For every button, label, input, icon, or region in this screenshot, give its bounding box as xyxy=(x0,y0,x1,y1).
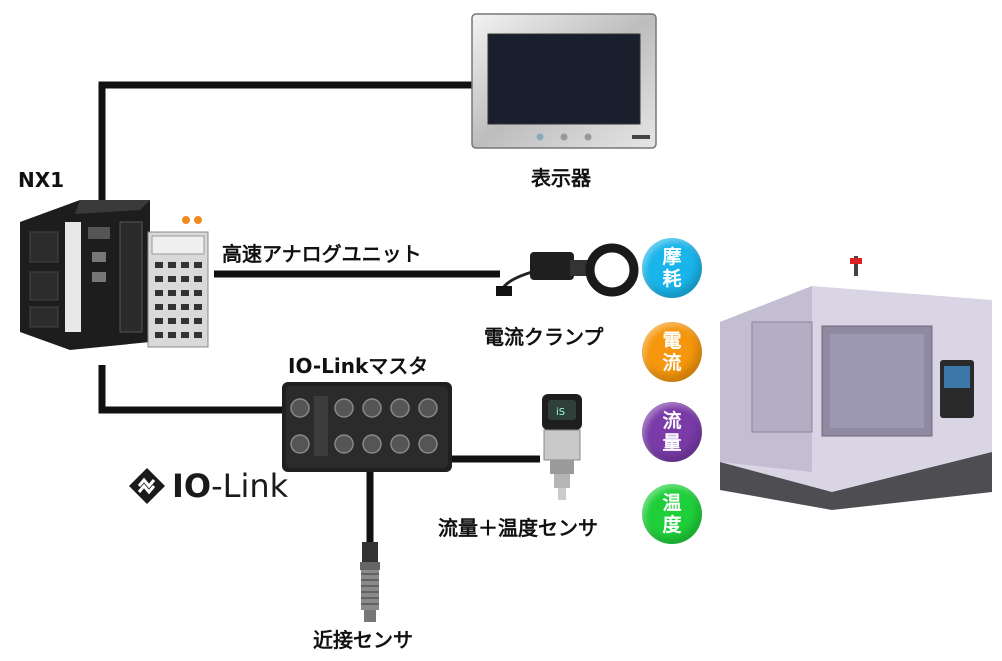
flow-temp-sensor-device: iS xyxy=(542,394,582,500)
badge-wear-line2: 耗 xyxy=(662,268,682,290)
flow-temp-sensor-label: 流量＋温度センサ xyxy=(438,516,598,540)
badge-flow-line1: 流 xyxy=(662,410,682,432)
machine-tool-device xyxy=(720,256,992,510)
proximity-sensor-device xyxy=(360,542,380,622)
svg-text:iS: iS xyxy=(556,407,565,418)
proximity-sensor-label: 近接センサ xyxy=(313,628,413,652)
current-clamp-label: 電流クランプ xyxy=(484,325,604,349)
controller-label: NX1 xyxy=(18,168,65,192)
badge-temperature-line1: 温 xyxy=(662,492,682,514)
iolink-logo-text: IO-Link xyxy=(172,467,289,505)
badge-wear: 摩 耗 xyxy=(642,238,702,298)
badge-current-line1: 電 xyxy=(662,330,682,352)
badge-wear-line1: 摩 xyxy=(662,246,682,268)
badge-current-line2: 流 xyxy=(662,352,682,374)
iolink-logo-icon xyxy=(129,468,165,504)
iolink-master-cable xyxy=(98,365,285,414)
iolink-master-label: IO-Linkマスタ xyxy=(288,354,429,378)
badge-current: 電 流 xyxy=(642,322,702,382)
badge-flow: 流 量 xyxy=(642,402,702,462)
display-label: 表示器 xyxy=(531,166,591,190)
analog-unit-label: 高速アナログユニット xyxy=(222,242,422,266)
current-clamp-device xyxy=(496,243,639,297)
badge-temperature-line2: 度 xyxy=(662,514,682,536)
badge-temperature: 温 度 xyxy=(642,484,702,544)
iolink-logo: IO-Link xyxy=(128,464,288,508)
nx1-controller xyxy=(20,200,209,350)
badge-flow-line2: 量 xyxy=(662,432,682,454)
display-device xyxy=(471,13,657,149)
iolink-master-device xyxy=(282,382,452,472)
display-cable xyxy=(98,81,475,200)
